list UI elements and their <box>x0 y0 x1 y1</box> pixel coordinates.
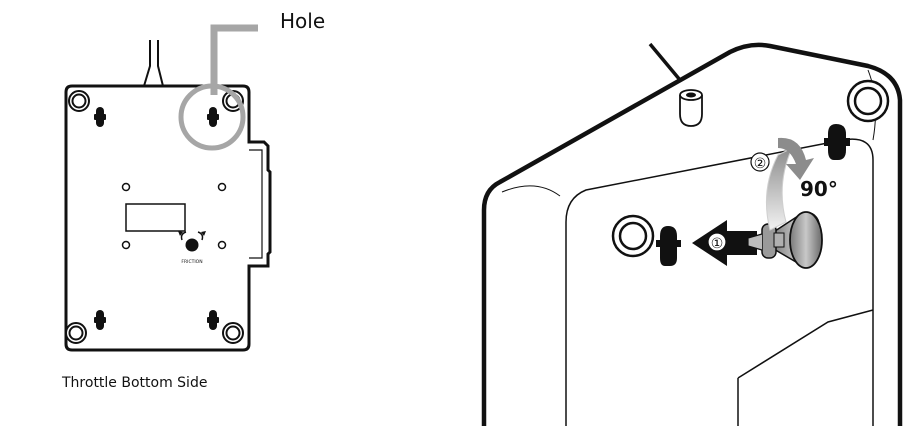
panel-caption: Throttle Bottom Side <box>61 375 207 391</box>
svg-text:②: ② <box>754 156 767 172</box>
device-outer-outline <box>481 42 903 426</box>
step-1-marker: ① <box>707 232 727 252</box>
keyhole-slot-icon <box>656 124 850 266</box>
rotation-label: 90° <box>800 177 838 201</box>
svg-text:①: ① <box>711 236 724 252</box>
rotate-arrow-icon <box>765 137 814 231</box>
label-recess <box>737 309 874 426</box>
suction-cup-icon <box>747 211 823 269</box>
label-recess <box>125 203 186 232</box>
hole-callout-leader <box>210 24 258 95</box>
friction-knob <box>178 231 206 252</box>
hole-callout-label: Hole <box>280 9 325 33</box>
rubber-foot <box>611 79 890 258</box>
device-inner-panel <box>565 138 874 426</box>
step-2-marker: ② <box>750 152 770 172</box>
knob-label: FRICTION <box>181 259 202 265</box>
cable-grommet <box>679 89 703 127</box>
hole-callout-ring <box>178 83 246 151</box>
cable <box>143 40 164 87</box>
screw-hole <box>121 182 227 250</box>
throttle-body-outline <box>64 84 272 352</box>
mounting-closeup: ① ② 90° <box>481 42 903 426</box>
body-step-inner <box>249 149 263 259</box>
throttle-bottom-view: FRICTION Hole Throttle Bottom Side <box>61 9 325 391</box>
